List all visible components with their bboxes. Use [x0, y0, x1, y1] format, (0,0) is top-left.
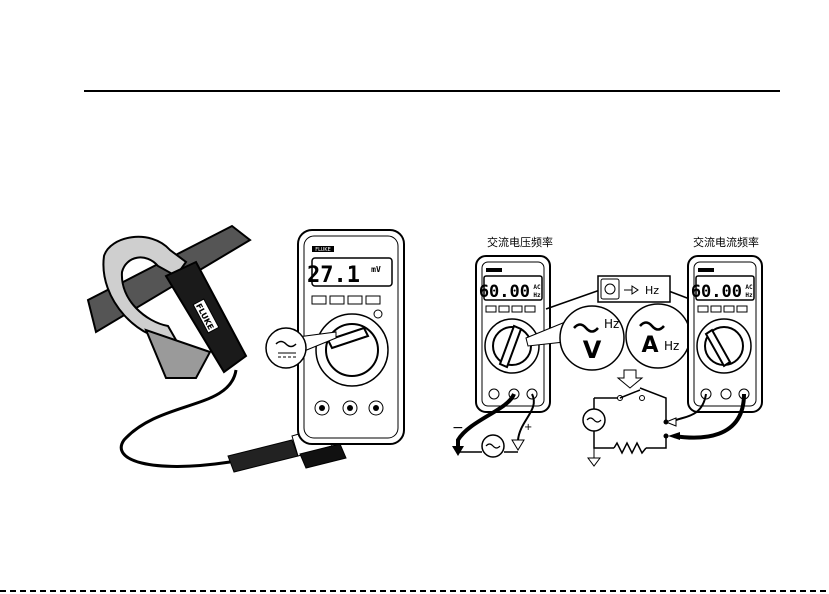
ac-current-frequency-caption: 交流电流频率 [693, 235, 759, 249]
current-display-unit-ac: AC [745, 284, 753, 291]
plus-sign: + [524, 422, 532, 433]
ground-symbol [588, 448, 600, 466]
volt-symbol: V [583, 336, 602, 364]
clamp-cable [121, 370, 236, 466]
voltage-display-unit-ac: AC [533, 284, 541, 291]
current-display-unit-hz: Hz [745, 292, 753, 299]
amp-symbol: A [641, 333, 658, 358]
switch [620, 390, 640, 398]
switch-arrow [618, 370, 642, 388]
voltage-display-value: 60.00 [479, 282, 530, 302]
left-display-unit: mV [371, 265, 381, 274]
volt-hz-label: Hz [604, 317, 619, 331]
clamp-trigger [146, 330, 210, 378]
current-multimeter: 60.00 AC Hz [688, 256, 762, 412]
amp-hz-label: Hz [664, 339, 679, 353]
left-display-value: 27.1 [307, 263, 360, 288]
minus-sign: − [452, 420, 464, 436]
resistor [614, 443, 646, 453]
hz-button-label: Hz [645, 284, 659, 297]
right-panel: 交流电压频率 交流电流频率 60.00 AC Hz [452, 235, 762, 466]
current-display-value: 60.00 [691, 282, 742, 302]
left-panel: FLUKE FLUKE 27.1 mV [88, 226, 404, 472]
current-circuit [583, 370, 669, 466]
ac-voltage-frequency-caption: 交流电压频率 [487, 235, 553, 249]
page-edge [0, 590, 829, 592]
left-brand: FLUKE [315, 247, 331, 253]
voltage-display-unit-hz: Hz [533, 292, 541, 299]
